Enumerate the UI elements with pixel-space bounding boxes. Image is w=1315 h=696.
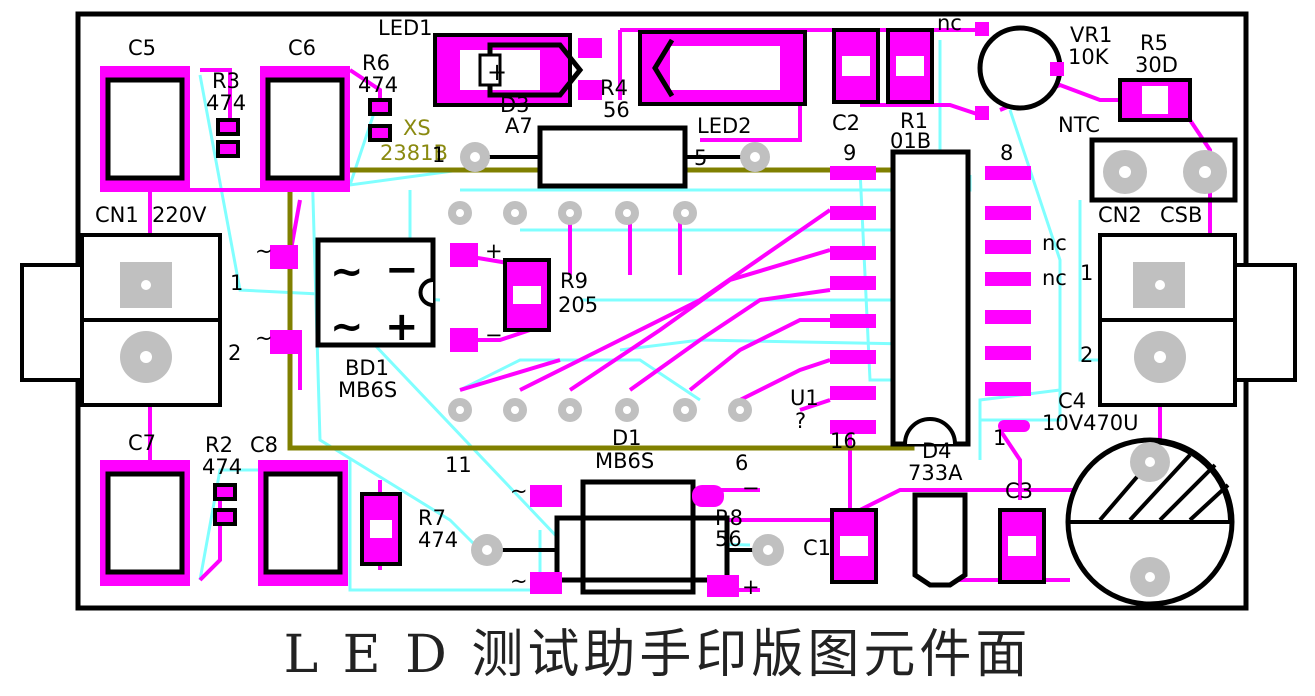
u1-ic [830, 149, 1031, 447]
label-r9-value: 205 [558, 293, 598, 317]
svg-text:~: ~ [330, 249, 364, 295]
r7-resistor [360, 492, 402, 566]
label-xs: XS [403, 116, 431, 140]
label-r6-value: 474 [358, 73, 398, 97]
label-u1-pin16: 16 [830, 429, 857, 453]
label-d1-ac-top: ~ [510, 479, 528, 503]
label-d4: D4 [922, 439, 952, 463]
label-c2: C2 [832, 111, 860, 135]
a7-resistor [460, 125, 770, 189]
label-cn1-pin2: 2 [228, 341, 241, 365]
label-xs-value: 2381B [380, 141, 448, 165]
label-r9: R9 [560, 269, 588, 293]
label-c8: C8 [250, 433, 278, 457]
bd1-bridge [270, 237, 478, 354]
label-bd1-plus: + [485, 239, 503, 263]
label-led1: LED1 [378, 16, 433, 40]
label-r8: R8 [715, 506, 743, 530]
label-cn2-pin1: 1 [1080, 261, 1093, 285]
label-nc-top: nc [937, 11, 962, 35]
cn1-connector [20, 233, 222, 407]
label-cn2: CN2 [1098, 203, 1142, 227]
label-xs-pin11: 11 [445, 453, 472, 477]
label-led2: LED2 [697, 114, 752, 138]
label-r2: R2 [205, 433, 233, 457]
svg-text:−: − [385, 247, 419, 293]
label-vr1-value: 10K [1068, 45, 1110, 69]
label-220v: 220V [152, 203, 207, 227]
svg-text:~: ~ [330, 304, 364, 350]
label-c4-value: 10V470U [1042, 411, 1139, 435]
vr1-potentiometer [975, 22, 1064, 120]
label-u1: U1 [790, 386, 819, 410]
label-d1-minus: − [742, 476, 760, 500]
label-r1: R1 [900, 109, 928, 133]
label-r4-value: 56 [603, 98, 630, 122]
label-bd1-value: MB6S [338, 378, 397, 402]
label-u1-pin1: 1 [993, 426, 1006, 450]
label-nc-1: nc [1042, 231, 1067, 255]
r9-resistor [503, 258, 551, 332]
label-d1-plus: + [742, 575, 760, 599]
label-ntc: NTC [1058, 113, 1100, 137]
label-d4-value: 733A [908, 461, 963, 485]
label-r2-value: 474 [202, 455, 242, 479]
label-cn1: CN1 [95, 203, 139, 227]
silkscreen-labels: C5 C6 R3 474 R6 474 LED1 D3 A7 R4 56 LED… [95, 11, 1202, 599]
label-r5-value: 30D [1135, 53, 1178, 77]
label-d1-ac-bot: ~ [510, 569, 528, 593]
label-d1-value: MB6S [595, 449, 654, 473]
c2-r1-pads [832, 28, 934, 104]
label-c7: C7 [128, 431, 156, 455]
label-nc-2: nc [1042, 266, 1067, 290]
led1-footprint [433, 33, 602, 107]
label-a7: A7 [505, 114, 533, 138]
led2-footprint [638, 30, 807, 106]
label-r3-value: 474 [206, 91, 246, 115]
svg-text:+: + [385, 304, 419, 350]
label-c3: C3 [1005, 479, 1033, 503]
label-d3: D3 [500, 93, 530, 117]
led1-plus-symbol: + [487, 58, 507, 86]
label-r3: R3 [212, 69, 240, 93]
label-cn1-pin1: 1 [230, 271, 243, 295]
label-cn2-pin2: 2 [1080, 343, 1093, 367]
label-d1: D1 [612, 426, 642, 450]
label-xs-pin5: 5 [694, 146, 707, 170]
label-bd1-minus: − [485, 323, 503, 347]
label-r8-value: 56 [715, 527, 742, 551]
label-c6: C6 [288, 36, 316, 60]
label-csb: CSB [1160, 203, 1202, 227]
label-xs-pin6: 6 [735, 451, 748, 475]
smd-capacitors [100, 66, 350, 586]
bd1-symbols: ~ − ~ + [330, 247, 419, 350]
svg-text:+: + [487, 58, 507, 86]
label-r6: R6 [362, 51, 390, 75]
d1-bridge [471, 479, 784, 597]
label-r5: R5 [1140, 31, 1168, 55]
label-c4: C4 [1058, 389, 1086, 413]
label-r7: R7 [418, 506, 446, 530]
small-resistors [213, 98, 392, 526]
ntc-outline [1089, 137, 1238, 203]
label-r1-value: 01B [890, 129, 931, 153]
label-u1-value: ? [795, 409, 806, 433]
label-xs-pin1: 1 [432, 143, 445, 167]
c1-d4-c3-pads [830, 492, 1046, 588]
c4-electrolytic [1065, 437, 1235, 607]
r5-resistor [1118, 78, 1192, 122]
label-c1: C1 [803, 536, 831, 560]
label-u1-pin8: 8 [1000, 141, 1013, 165]
cn2-connector [1098, 233, 1297, 407]
figure-caption: L E D 测试助手印版图元件面 [283, 625, 1032, 685]
label-bd1: BD1 [345, 356, 389, 380]
label-bd1-ac-bot: ~ [255, 326, 273, 350]
label-r7-value: 474 [418, 528, 458, 552]
label-c5: C5 [128, 36, 156, 60]
label-bd1-ac-top: ~ [255, 239, 273, 263]
label-u1-pin9: 9 [843, 141, 856, 165]
label-r4: R4 [600, 76, 628, 100]
label-vr1: VR1 [1070, 23, 1112, 47]
